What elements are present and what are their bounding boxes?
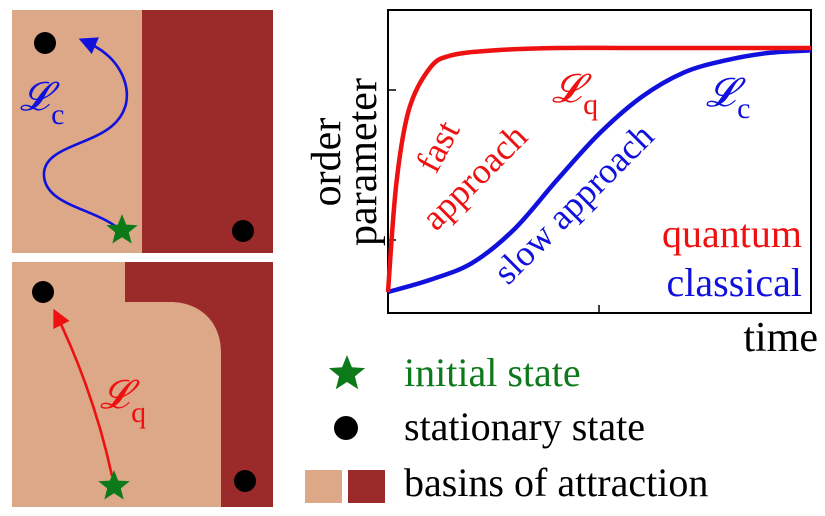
quantum-trajectory: [53, 308, 114, 477]
top-panel: 𝓛c: [12, 10, 273, 253]
legend-basin-dark-swatch: [348, 470, 385, 503]
bottom-panel: 𝓛q: [12, 262, 273, 507]
bottom-basin-dark: [125, 262, 273, 507]
classical-series-line: [387, 48, 812, 295]
legend-basins-label: basins of attraction: [404, 460, 708, 505]
legend-classical: classical: [667, 260, 803, 305]
legend-star-icon: [328, 355, 366, 390]
legend: initial state stationary state basins of…: [305, 350, 708, 505]
quantum-operator-label: 𝓛q: [552, 66, 598, 121]
top-initial-star-icon: [106, 214, 138, 244]
legend-circle-icon: [334, 416, 358, 440]
y-axis-label-line1: order: [304, 118, 350, 207]
y-axis-label-line2: parameter: [340, 78, 386, 246]
legend-quantum: quantum: [662, 211, 802, 256]
top-stationary-state-a: [34, 32, 56, 54]
top-basin-light: [12, 10, 142, 253]
bottom-initial-star-icon: [98, 470, 130, 500]
x-axis-label: time: [743, 315, 818, 361]
classical-trajectory: [42, 37, 129, 230]
legend-stationary-state-label: stationary state: [404, 404, 645, 449]
quantum-series-line: [385, 45, 811, 293]
legend-basin-light-swatch: [305, 470, 342, 503]
top-stationary-state-b: [232, 220, 254, 242]
bottom-stationary-state-a: [32, 281, 54, 303]
top-basin-dark: [142, 10, 273, 253]
legend-initial-state-label: initial state: [404, 350, 581, 395]
classical-operator-label: 𝓛c: [706, 70, 750, 125]
chart: order parameter time fast approach 𝓛q sl…: [304, 9, 818, 361]
bottom-stationary-state-b: [234, 470, 256, 492]
